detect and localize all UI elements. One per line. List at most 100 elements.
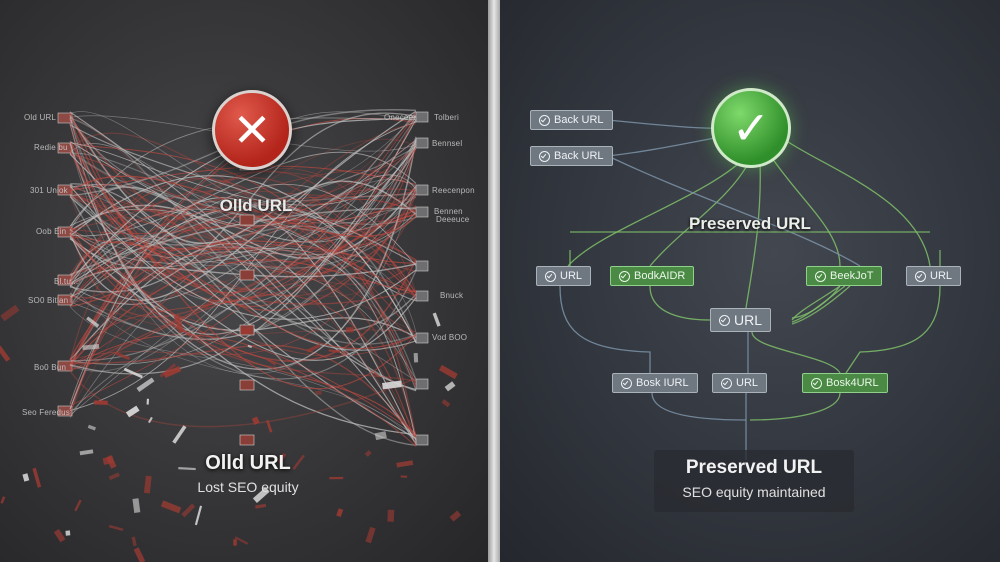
right-link-label: Bennen <box>434 207 463 216</box>
tangled-link-line <box>69 152 417 233</box>
left-connector <box>57 294 73 306</box>
debris-shard <box>0 345 11 362</box>
check-icon <box>815 270 826 282</box>
backlink-node: Bosk4URL <box>802 373 888 393</box>
tangled-link-line <box>69 154 417 224</box>
tangled-link-line <box>69 170 417 406</box>
check-icon <box>545 270 556 282</box>
tangled-link-line <box>69 185 417 260</box>
right-link-label: Bennsel <box>432 139 463 148</box>
left-link-label: SO0 Bitlan <box>28 296 69 305</box>
debris-shard <box>364 450 372 457</box>
broken-url-panel: Old URL Redie bu 301 Uniok Oob Ein Bl.tu… <box>0 0 488 562</box>
tangled-link-line <box>69 193 417 343</box>
clean-link-line <box>791 285 846 323</box>
debris-shard <box>108 311 114 319</box>
tangled-link-line <box>69 113 417 439</box>
broken-node <box>239 269 255 281</box>
x-mark-icon: ✕ <box>212 90 292 170</box>
tangled-link-line <box>69 187 417 372</box>
tangled-link-line <box>69 188 417 367</box>
debris-shard <box>125 405 140 418</box>
url-node: URL <box>712 373 768 393</box>
right-connector <box>415 184 429 196</box>
debris-shard <box>387 509 395 522</box>
debris-shard <box>159 363 177 378</box>
debris-shard <box>82 344 100 351</box>
debris-shard <box>373 372 380 378</box>
debris-shard <box>131 536 137 547</box>
debris-shard <box>315 390 322 395</box>
debris-shard <box>22 473 30 482</box>
debris-shard <box>133 547 146 562</box>
tangled-link-line <box>69 206 417 361</box>
tangled-link-line <box>69 185 417 320</box>
debris-shard <box>203 298 215 310</box>
debris-shard <box>396 460 414 468</box>
debris-shard <box>267 358 277 366</box>
tangled-link-line <box>69 123 417 382</box>
left-link-label: Redie bu <box>34 143 68 152</box>
clean-link-line <box>559 285 651 373</box>
old-url-mid-title: Olld URL <box>219 196 293 215</box>
tangled-link-line <box>69 142 417 387</box>
tangled-link-line <box>69 168 417 415</box>
url-node: URL <box>906 266 962 286</box>
debris-shard <box>143 475 152 494</box>
clean-links-graphic <box>559 119 941 460</box>
tangled-link-line <box>69 194 417 380</box>
clean-link-line <box>791 285 851 325</box>
debris-shard <box>233 539 237 546</box>
check-icon <box>621 377 632 389</box>
debris-shard <box>400 475 408 478</box>
tangled-link-line <box>69 193 417 341</box>
tangled-link-line <box>69 149 417 204</box>
right-connector <box>415 290 429 302</box>
debris-shard <box>123 367 143 379</box>
left-link-label: Bo0 Bun <box>34 363 67 372</box>
tangled-link-line <box>69 184 417 392</box>
tangled-link-line <box>69 196 417 229</box>
tangled-link-line <box>69 370 417 428</box>
tangled-link-line <box>69 175 417 238</box>
tangled-link-line <box>69 117 417 345</box>
debris-shard <box>341 351 348 356</box>
debris-shard <box>413 352 419 363</box>
right-connector <box>415 332 429 344</box>
clean-link-line <box>607 155 861 267</box>
check-mark-icon: ✓ <box>711 88 791 168</box>
debris-shard <box>173 314 185 334</box>
debris-shard <box>438 364 458 380</box>
tangled-link-line <box>69 146 417 362</box>
debris-shard <box>292 454 305 470</box>
tangled-link-line <box>69 150 417 257</box>
check-icon <box>539 114 550 126</box>
tangled-link-line <box>69 196 417 361</box>
preserved-url-mid-title: Preserved URL <box>689 214 811 233</box>
debris-shard <box>194 505 203 526</box>
backlink-node: BeekJoT <box>806 266 883 286</box>
debris-shard <box>178 467 196 471</box>
debris-shard <box>163 366 182 378</box>
backlink-node: Bosk IURL <box>612 373 698 393</box>
clean-link-line <box>784 139 931 267</box>
tangled-link-line <box>69 263 417 287</box>
debris-shard <box>265 419 273 433</box>
debris-shard <box>53 529 66 543</box>
check-icon <box>811 377 822 389</box>
debris-shard <box>365 526 376 544</box>
tangled-link-line <box>69 190 417 411</box>
broken-node <box>239 379 255 391</box>
check-icon <box>719 314 730 326</box>
back-url-node: Back URL <box>530 110 613 130</box>
debris-shard <box>108 472 120 481</box>
debris-shard <box>0 496 6 504</box>
old-url-caption: Olld URL Lost SEO equity <box>168 452 328 495</box>
debris-shard <box>160 500 182 514</box>
tangled-link-line <box>69 124 417 265</box>
tangled-link-line <box>69 234 417 438</box>
check-icon <box>721 377 732 389</box>
tangled-link-line <box>69 140 417 206</box>
tangled-link-line <box>69 151 417 237</box>
